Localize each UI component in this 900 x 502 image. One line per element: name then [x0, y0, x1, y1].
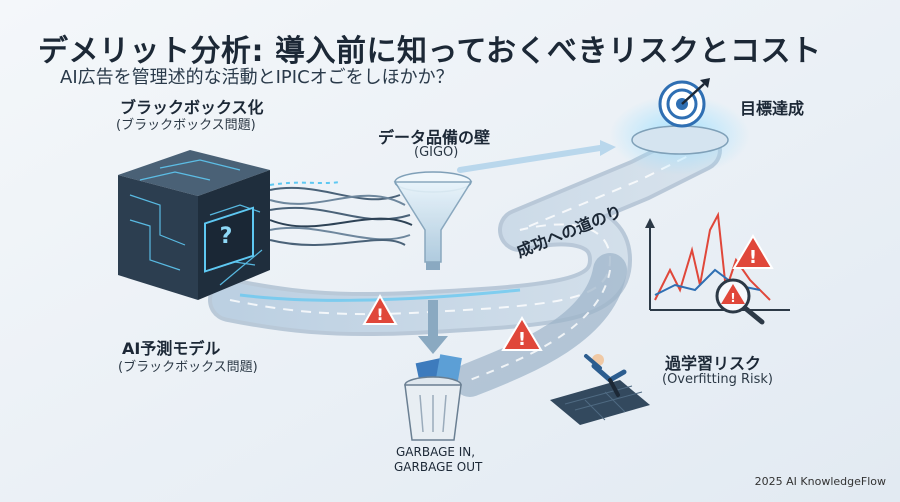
warning-icon: !	[501, 316, 543, 351]
data-quality-title: データ品備の壁	[378, 128, 491, 147]
data-quality-subtitle: (GIGO)	[414, 145, 459, 160]
garbage-line-1: GARBAGE IN,	[396, 445, 476, 459]
blackbox-title: ブラックボックス化	[120, 98, 264, 117]
goal-title: 目標達成	[740, 99, 805, 118]
success-road	[208, 128, 722, 397]
blackbox-subtitle: (ブラックボックス問題)	[116, 118, 256, 133]
falling-person-icon	[550, 354, 650, 425]
data-wires	[269, 181, 413, 246]
footer-credit: 2025 AI KnowledgeFlow	[754, 475, 886, 488]
warning-icon: !	[732, 234, 774, 269]
overfitting-subtitle: (Overfitting Risk)	[662, 372, 773, 387]
warning-icon: !	[721, 284, 745, 305]
overfitting-title: 過学習リスク	[665, 354, 762, 373]
svg-text:!: !	[518, 329, 526, 350]
model-subtitle: (ブラックボックス問題)	[118, 360, 258, 375]
svg-text:!: !	[376, 305, 383, 324]
circuit-cube-icon	[118, 150, 270, 300]
road-arrow	[457, 140, 616, 173]
svg-text:!: !	[730, 291, 735, 305]
garbage-line-2: GARBAGE OUT	[394, 460, 483, 474]
arrow-icon	[418, 300, 448, 354]
model-title: AI予測モデル	[122, 339, 221, 358]
svg-text:?: ?	[220, 224, 233, 249]
funnel-icon	[393, 171, 473, 270]
question-icon: ?	[220, 224, 233, 249]
target-icon	[610, 78, 750, 175]
warning-icon: !	[362, 293, 398, 325]
page-subtitle: AI広告を管理述的な活動とIPICオごをしほかか？	[60, 67, 454, 88]
svg-text:!: !	[749, 247, 757, 268]
trash-can-icon	[404, 354, 462, 441]
page-title: デメリット分析: 導入前に知っておくべきリスクとコスト	[38, 34, 822, 69]
